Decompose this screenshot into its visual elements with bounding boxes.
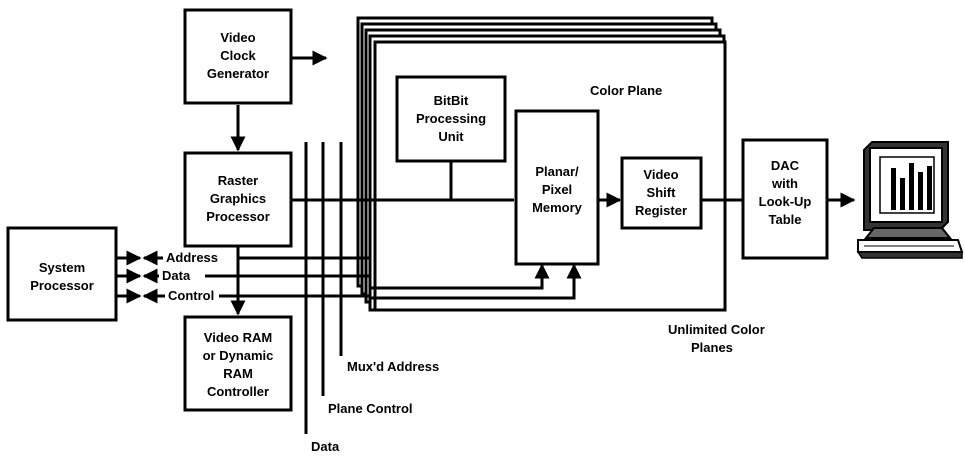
unlimited-planes-line-1: Unlimited Color bbox=[668, 322, 765, 337]
dac-line-2: with bbox=[771, 176, 798, 191]
shift-line-2: Shift bbox=[647, 185, 677, 200]
shift-line-1: Video bbox=[643, 167, 678, 182]
muxd-address-label: Mux'd Address bbox=[347, 359, 439, 374]
unlimited-planes-line-2: Planes bbox=[691, 340, 733, 355]
data-label: Data bbox=[162, 268, 191, 283]
dac-line-1: DAC bbox=[771, 158, 800, 173]
shift-line-3: Register bbox=[635, 203, 687, 218]
vram-line-1: Video RAM bbox=[204, 330, 272, 345]
vram-line-2: or Dynamic bbox=[203, 348, 274, 363]
planar-line-3: Memory bbox=[532, 200, 583, 215]
system-line-2: Processor bbox=[30, 278, 94, 293]
vram-line-4: Controller bbox=[207, 384, 269, 399]
bus-data-label: Data bbox=[311, 439, 340, 454]
raster-line-2: Graphics bbox=[210, 191, 266, 206]
planar-line-1: Planar/ bbox=[535, 164, 579, 179]
vram-line-3: RAM bbox=[223, 366, 253, 381]
computer-monitor-icon bbox=[858, 142, 962, 258]
address-label: Address bbox=[166, 250, 218, 265]
vertical-buses bbox=[306, 142, 341, 434]
bitbit-line-2: Processing bbox=[416, 111, 486, 126]
plane-control-label: Plane Control bbox=[328, 401, 413, 416]
video-clock-line-1: Video bbox=[220, 30, 255, 45]
color-plane-label: Color Plane bbox=[590, 83, 662, 98]
raster-line-3: Processor bbox=[206, 209, 270, 224]
dac-line-4: Table bbox=[769, 212, 802, 227]
bitbit-line-1: BitBit bbox=[434, 93, 469, 108]
video-clock-line-3: Generator bbox=[207, 66, 269, 81]
video-clock-line-2: Clock bbox=[220, 48, 256, 63]
control-label: Control bbox=[168, 288, 214, 303]
bitbit-line-3: Unit bbox=[438, 129, 464, 144]
dac-line-3: Look-Up bbox=[759, 194, 812, 209]
system-line-1: System bbox=[39, 260, 85, 275]
raster-line-1: Raster bbox=[218, 173, 258, 188]
planar-line-2: Pixel bbox=[542, 182, 572, 197]
